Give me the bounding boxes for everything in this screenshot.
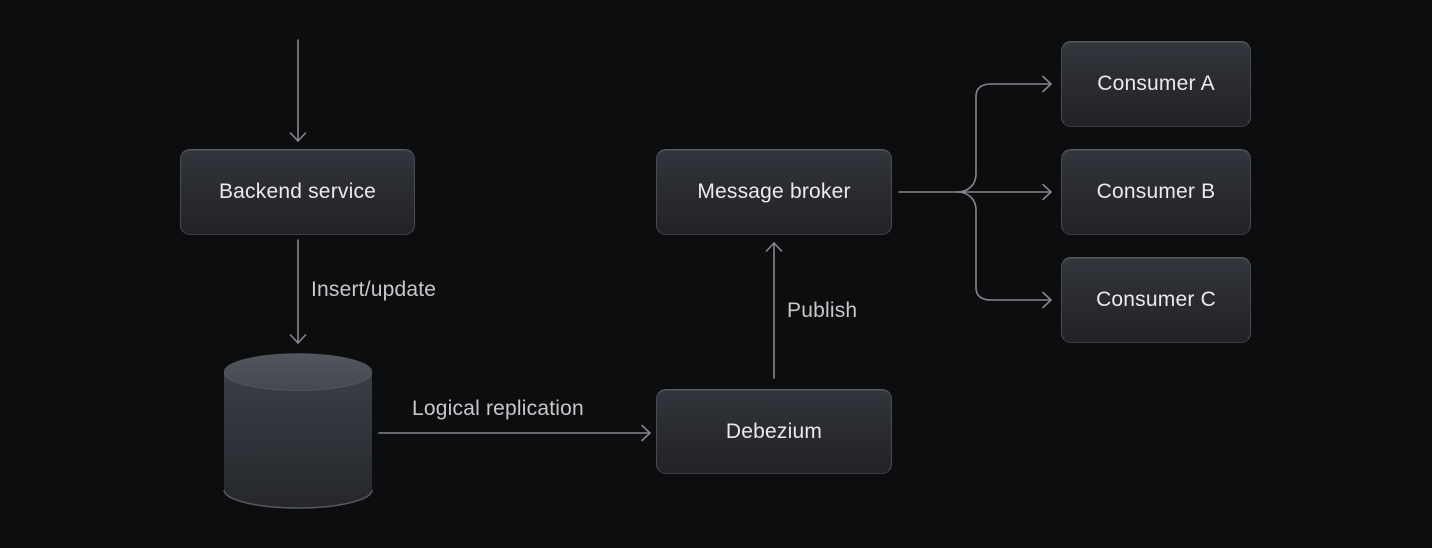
arrow-backend-to-database bbox=[289, 239, 307, 344]
node-consumer-b: Consumer B bbox=[1061, 149, 1251, 235]
node-message-broker: Message broker bbox=[656, 149, 892, 235]
arrow-broker-to-consumer-a bbox=[956, 75, 1052, 193]
node-backend-service-label: Backend service bbox=[218, 180, 377, 203]
arrow-database-to-debezium bbox=[378, 424, 651, 442]
node-message-broker-label: Message broker bbox=[697, 180, 851, 203]
node-consumer-c: Consumer C bbox=[1061, 257, 1251, 343]
edge-label-insert-update: Insert/update bbox=[311, 278, 437, 301]
node-consumer-a: Consumer A bbox=[1061, 41, 1251, 127]
node-consumer-b-label: Consumer B bbox=[1096, 180, 1216, 203]
node-consumer-c-label: Consumer C bbox=[1096, 288, 1216, 311]
arrow-debezium-to-broker bbox=[765, 242, 783, 379]
edge-label-logical-replication: Logical replication bbox=[412, 397, 584, 420]
node-debezium: Debezium bbox=[656, 389, 892, 474]
arrow-broker-to-consumer-c bbox=[956, 191, 1052, 309]
node-debezium-label: Debezium bbox=[725, 419, 823, 443]
database-icon bbox=[223, 353, 373, 509]
node-backend-service: Backend service bbox=[180, 149, 415, 235]
node-consumer-a-label: Consumer A bbox=[1097, 72, 1215, 95]
arrow-into-backend-service bbox=[289, 39, 307, 142]
edge-label-publish: Publish bbox=[787, 299, 858, 322]
arrow-broker-to-consumer-b bbox=[898, 183, 1052, 201]
